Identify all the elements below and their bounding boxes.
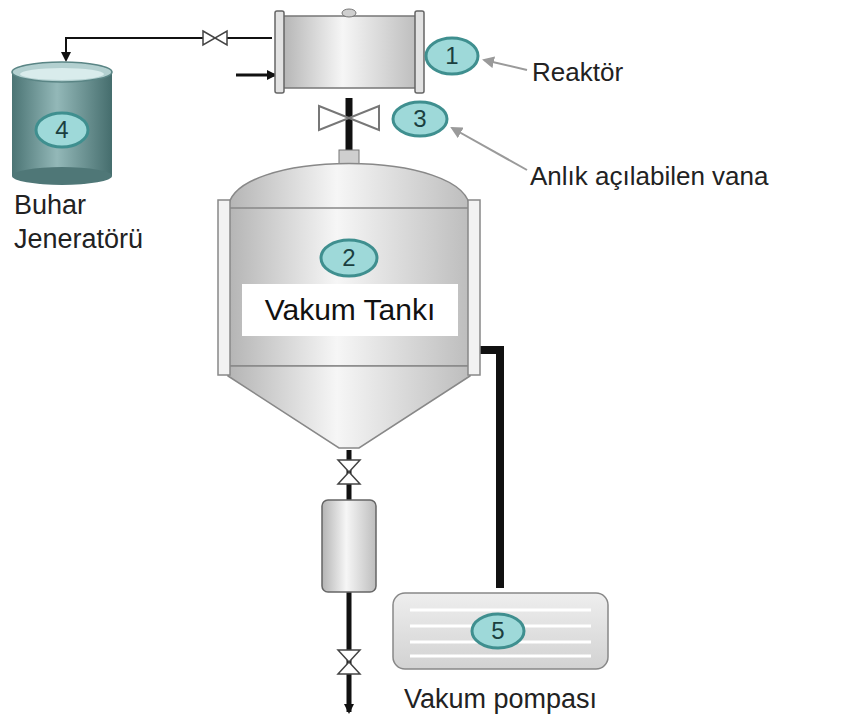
vacuum-pump: 5Vakum pompası: [388, 588, 613, 723]
reactor: 1: [272, 6, 487, 98]
part-label: Reaktör: [532, 56, 623, 88]
callout-ellipse: [472, 614, 524, 648]
part-label: Anlık açılabilen vana: [530, 160, 768, 192]
tank-band: [468, 200, 480, 375]
tank-dome: [228, 164, 470, 211]
pump-body: [393, 593, 608, 669]
collector-vessel: [322, 500, 376, 592]
pipe-connector: [66, 38, 272, 60]
tank-cone: [228, 366, 470, 448]
tank-band: [218, 200, 230, 375]
quick-open-valve: [319, 106, 379, 130]
callout-number: 4: [36, 115, 88, 145]
generator-water: [20, 68, 104, 80]
drain-valve: [338, 460, 360, 484]
steam-valve: [203, 31, 227, 45]
callout-ellipse: [393, 102, 447, 136]
equipment-label: Buhar Jeneratörü: [14, 188, 179, 256]
inlet-arrow: [236, 74, 275, 77]
reactor-knob: [342, 9, 356, 17]
pipe-connector: [480, 350, 500, 588]
steam-generator: 4Buhar Jeneratörü: [8, 60, 198, 260]
generator-top: [12, 62, 112, 82]
callout-ellipse: [321, 240, 377, 276]
pump-stripe: [410, 609, 591, 612]
generator-base: [12, 167, 112, 185]
vacuum-tank: 2Vakum Tankı: [218, 150, 480, 450]
callout-number: 2: [323, 243, 375, 273]
equipment-label: Vakum pompası: [388, 682, 613, 716]
leader-arrow: [452, 128, 527, 170]
pipe-connector: [346, 98, 353, 150]
callout-number: 1: [426, 41, 478, 71]
equipment-label: Vakum Tankı: [242, 291, 458, 329]
callout-ellipse: [36, 113, 88, 147]
reactor-flange: [415, 11, 424, 93]
leader-arrow: [484, 60, 527, 70]
pump-stripe: [410, 655, 591, 658]
label-patch: [242, 284, 458, 336]
callout-number: 5: [472, 616, 524, 646]
tank-body: [228, 208, 470, 366]
drain-valve: [338, 650, 360, 674]
callout-number: 3: [394, 104, 446, 134]
reactor-drum: [282, 16, 417, 88]
callout-ellipse: [426, 38, 478, 74]
generator-body: [12, 72, 112, 176]
reactor-flange: [275, 11, 284, 93]
